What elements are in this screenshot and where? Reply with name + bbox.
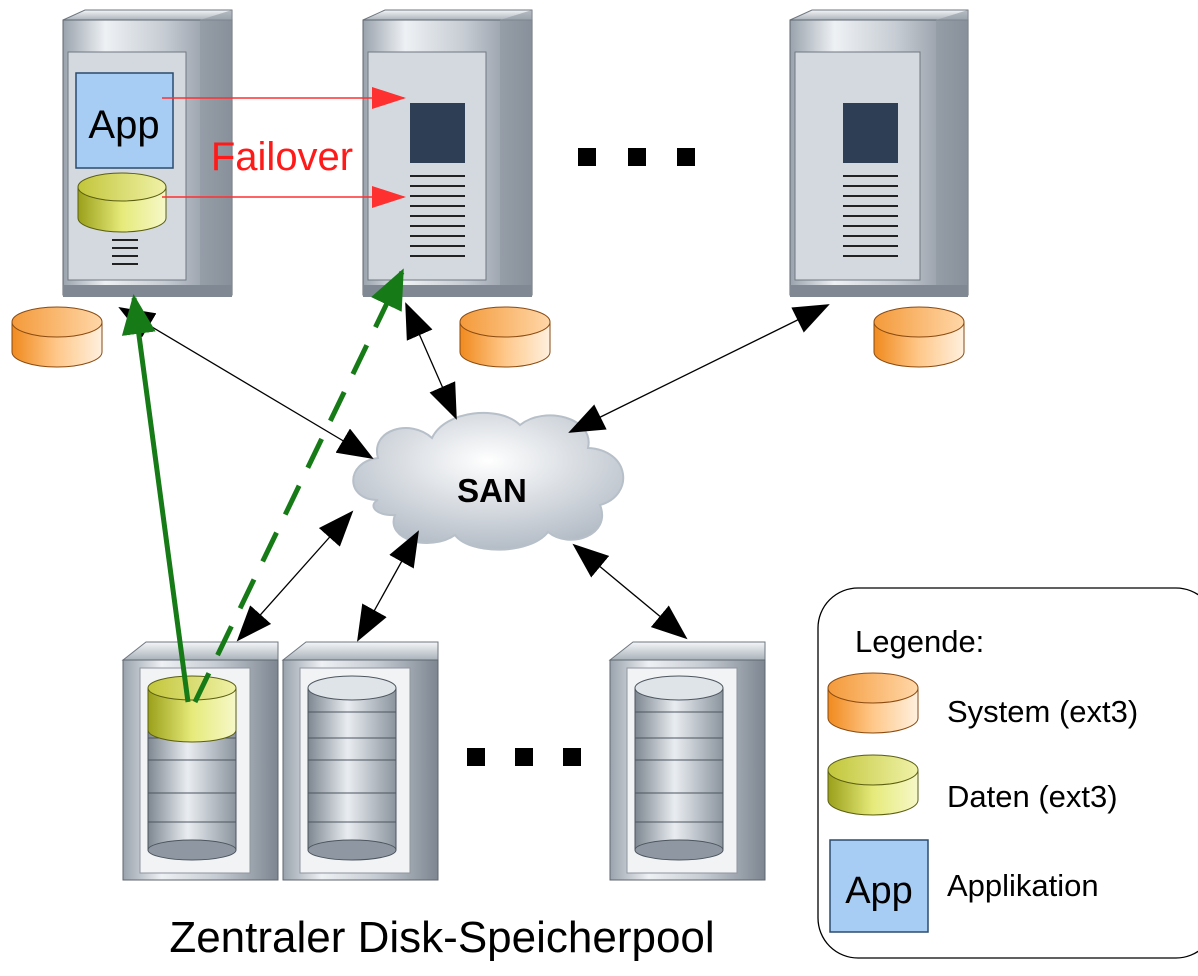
legend-title: Legende: <box>855 624 984 659</box>
legend-label-data: Daten (ext3) <box>947 779 1118 814</box>
standby-data-link <box>192 268 405 704</box>
legend-app-icon-text: App <box>845 870 913 912</box>
legend-item-data: Daten (ext3) <box>827 754 1118 816</box>
orange-disk-icon <box>827 672 919 734</box>
app-box-icon <box>829 839 929 933</box>
storage-array-2 <box>281 641 439 881</box>
data-volume <box>147 675 237 743</box>
legend-label-system: System (ext3) <box>947 694 1138 729</box>
san-connections <box>118 302 830 642</box>
data-disk-icon <box>77 172 167 233</box>
server-2-vents <box>410 175 465 257</box>
failover-arrows <box>162 87 406 208</box>
legend-item-app: App Applikation <box>829 839 1099 933</box>
server-3-display <box>843 103 898 163</box>
legend-box: Legende: System (ext3) Daten (ext3) App … <box>817 587 1198 959</box>
storage-array-3 <box>608 641 766 881</box>
server-1: App <box>62 9 233 297</box>
app-label: App <box>88 103 159 147</box>
san-cloud: SAN <box>352 412 625 551</box>
legend-label-app: Applikation <box>947 868 1099 903</box>
storage-ellipsis <box>467 748 581 766</box>
pool-caption: Zentraler Disk-Speicherpool <box>169 913 714 962</box>
failover-label: Failover <box>211 135 353 179</box>
legend-item-system: System (ext3) <box>827 672 1138 734</box>
server-2 <box>362 9 533 297</box>
servers-ellipsis <box>578 148 695 166</box>
server-3 <box>789 9 969 297</box>
server-2-display <box>410 103 465 163</box>
system-disk-1 <box>11 306 103 368</box>
system-disk-2 <box>459 306 551 368</box>
active-data-link <box>121 294 191 703</box>
storage-array-1 <box>121 641 279 881</box>
system-disk-3 <box>873 306 965 368</box>
san-label: SAN <box>457 472 527 509</box>
yellow-disk-icon <box>827 754 919 816</box>
server-3-vents <box>843 175 898 257</box>
server-1-vents <box>112 239 138 265</box>
app-box-icon <box>75 72 174 169</box>
